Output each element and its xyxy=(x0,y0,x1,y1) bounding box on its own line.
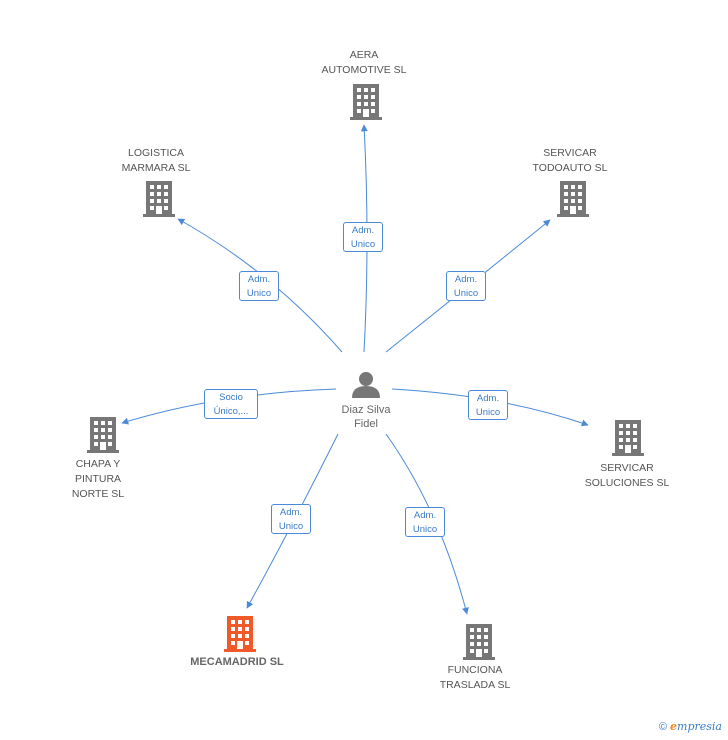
relation-label-servicar-todoauto: Adm. Unico xyxy=(446,271,486,301)
relation-label-aera: Adm. Unico xyxy=(343,222,383,252)
empresia-logo: © empresia xyxy=(659,720,722,733)
relation-label-logistica: Adm. Unico xyxy=(239,271,279,301)
company-name-aera[interactable]: AERA AUTOMOTIVE SL xyxy=(321,49,407,76)
building-icon[interactable] xyxy=(87,417,119,453)
relation-label-mecamadrid: Adm. Unico xyxy=(271,504,311,534)
relation-label-funciona: Adm. Unico xyxy=(405,507,445,537)
company-name-funciona-traslada[interactable]: FUNCIONA TRASLADA SL xyxy=(439,664,511,691)
person-name[interactable]: Diaz Silva Fidel xyxy=(341,404,391,430)
brand-initial: e xyxy=(670,720,678,733)
relation-label-servicar-soluciones: Adm. Unico xyxy=(468,390,508,420)
company-name-logistica-marmara[interactable]: LOGISTICA MARMARA SL xyxy=(121,147,191,174)
building-icon[interactable] xyxy=(557,181,589,217)
building-icon[interactable] xyxy=(350,84,382,120)
building-icon[interactable] xyxy=(463,624,495,660)
company-name-servicar-todoauto[interactable]: SERVICAR TODOAUTO SL xyxy=(532,147,608,174)
building-icon[interactable] xyxy=(143,181,175,217)
company-name-servicar-soluciones[interactable]: SERVICAR SOLUCIONES SL xyxy=(584,462,670,489)
building-icon[interactable] xyxy=(224,616,256,652)
building-icon[interactable] xyxy=(612,420,644,456)
company-name-mecamadrid[interactable]: MECAMADRID SL xyxy=(190,656,284,668)
company-name-chapa-pintura[interactable]: CHAPA Y PINTURA NORTE SL xyxy=(71,458,125,500)
brand-name: mpresia xyxy=(677,720,722,733)
copyright-icon: © xyxy=(658,721,667,733)
relation-label-chapa: Socio Único,... xyxy=(204,389,258,419)
person-icon[interactable] xyxy=(352,372,380,398)
